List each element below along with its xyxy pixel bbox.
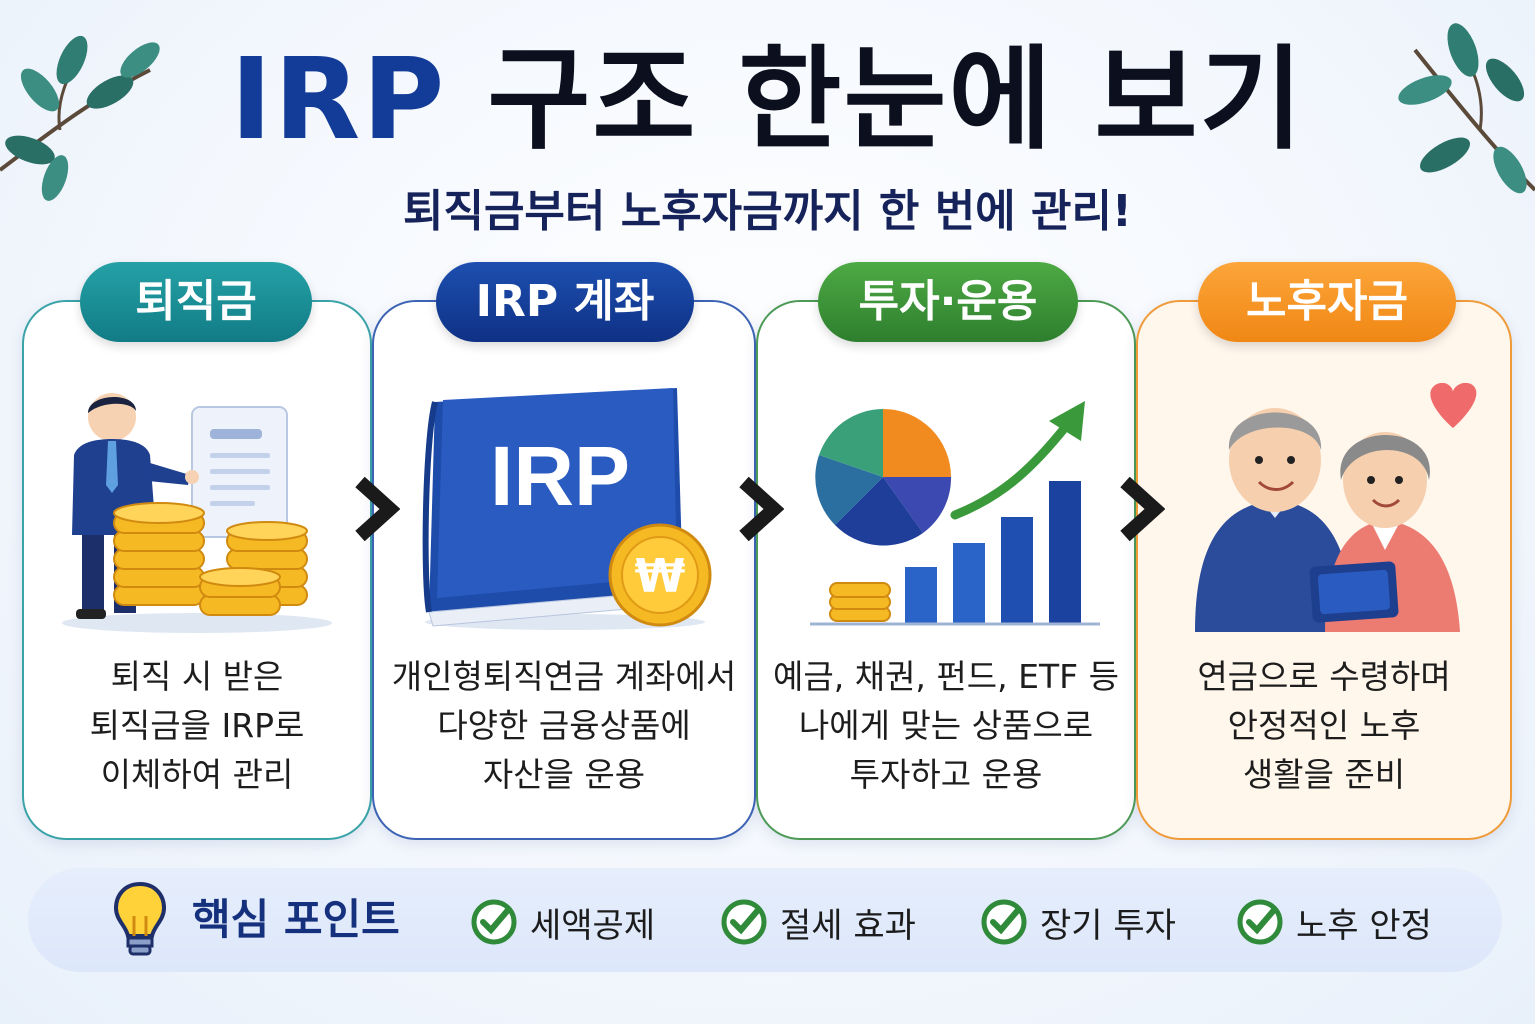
key-point-item: 절세 효과: [720, 894, 916, 950]
leaf-branch-icon: [1398, 23, 1535, 194]
lightbulb-icon: [113, 881, 167, 956]
step-description-severance: 퇴직 시 받은 퇴직금을 IRP로 이체하여 관리: [89, 657, 305, 794]
check-circle-icon: [471, 899, 517, 945]
title-part2: 구조 한눈에 보기: [487, 35, 1305, 165]
won-coin-icon: ₩: [608, 523, 712, 627]
step-label-retirement-fund: 노후자금: [1198, 262, 1456, 342]
key-point-item: 노후 안정: [1236, 894, 1432, 950]
chevron-right-icon: [355, 476, 400, 542]
tablet-icon: [1309, 561, 1399, 623]
businessman-coins-illustration: [62, 393, 332, 633]
step-label-irp-account: IRP 계좌: [436, 262, 694, 342]
title-part1: IRP: [230, 35, 447, 165]
key-point-item: 장기 투자: [980, 894, 1176, 950]
check-circle-icon: [1237, 899, 1283, 945]
check-circle-icon: [981, 899, 1027, 945]
step-label-severance: 퇴직금: [80, 262, 312, 342]
step-description-irp-account: 개인형퇴직연금 계좌에서 다양한 금융상품에 자산을 운용: [391, 657, 737, 794]
document-icon: [191, 406, 288, 538]
book-label: IRP: [490, 429, 630, 523]
growth-arrow-icon: [950, 401, 1085, 520]
irp-book-illustration: IRP ₩: [422, 388, 712, 630]
page-subtitle: 퇴직금부터 노후자금까지 한 번에 관리!: [402, 186, 1133, 237]
step-description-investment: 예금, 채권, 펀드, ETF 등 나에게 맞는 상품으로 투자하고 운용: [773, 657, 1119, 794]
page-title: IRP 구조 한눈에 보기: [0, 30, 1535, 170]
leaf-branch-icon: [0, 35, 160, 201]
bar-chart-icon: [810, 481, 1100, 626]
check-circle-icon: [721, 899, 767, 945]
step-description-retirement-fund: 연금으로 수령하며 안정적인 노후 생활을 준비: [1197, 657, 1451, 794]
coin-symbol: ₩: [635, 549, 686, 603]
step-label-investment: 투자·운용: [818, 262, 1078, 342]
chevron-right-icon: [1120, 476, 1165, 542]
chevron-right-icon: [739, 476, 784, 542]
heart-icon: [1430, 382, 1477, 428]
key-point-item: 세액공제: [470, 894, 655, 950]
coin-stack-icon: [829, 582, 891, 622]
key-points-label: 핵심 포인트: [192, 895, 400, 944]
pie-chart-icon: [815, 409, 952, 546]
senior-couple-illustration: [1195, 382, 1477, 632]
investment-chart-illustration: [810, 401, 1100, 626]
coin-stack-icon: [113, 502, 308, 616]
